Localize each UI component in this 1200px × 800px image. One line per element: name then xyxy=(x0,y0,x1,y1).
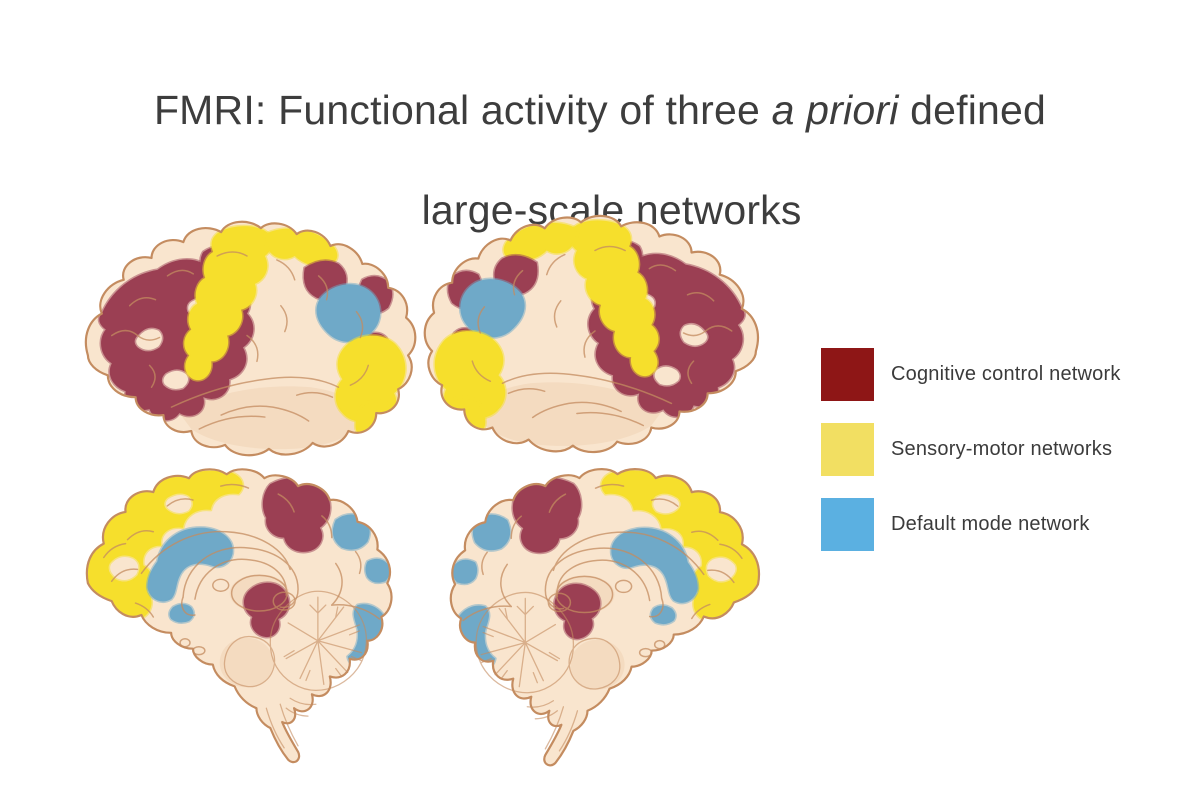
page-title: FMRI: Functional activity of three a pri… xyxy=(0,85,1200,235)
brain-medial-left-view xyxy=(76,466,418,764)
legend-swatch-default-mode xyxy=(821,498,874,551)
title-text: defined xyxy=(898,87,1047,134)
legend-label-default-mode: Default mode network xyxy=(891,513,1090,535)
legend-swatch-cognitive-control xyxy=(821,348,874,401)
title-line2: large-scale networks xyxy=(421,187,802,234)
legend-label-sensory-motor: Sensory-motor networks xyxy=(891,438,1113,460)
legend: Cognitive control network Sensory-motor … xyxy=(821,348,1121,551)
brain-medial-right-view xyxy=(424,466,770,767)
legend-label-cognitive-control: Cognitive control network xyxy=(891,363,1121,385)
legend-swatch-sensory-motor xyxy=(821,423,874,476)
brain-lateral-right-view xyxy=(420,212,772,459)
title-text: FMRI: Functional activity of three xyxy=(153,87,772,134)
title-italic-text: a priori xyxy=(771,87,899,134)
legend-row-sensory-motor: Sensory-motor networks xyxy=(821,423,1121,476)
legend-row-cognitive-control: Cognitive control network xyxy=(821,348,1121,401)
legend-row-default-mode: Default mode network xyxy=(821,498,1121,551)
title-line1: FMRI: Functional activity of three a pri… xyxy=(154,87,1046,133)
brain-lateral-left-view xyxy=(72,218,420,462)
